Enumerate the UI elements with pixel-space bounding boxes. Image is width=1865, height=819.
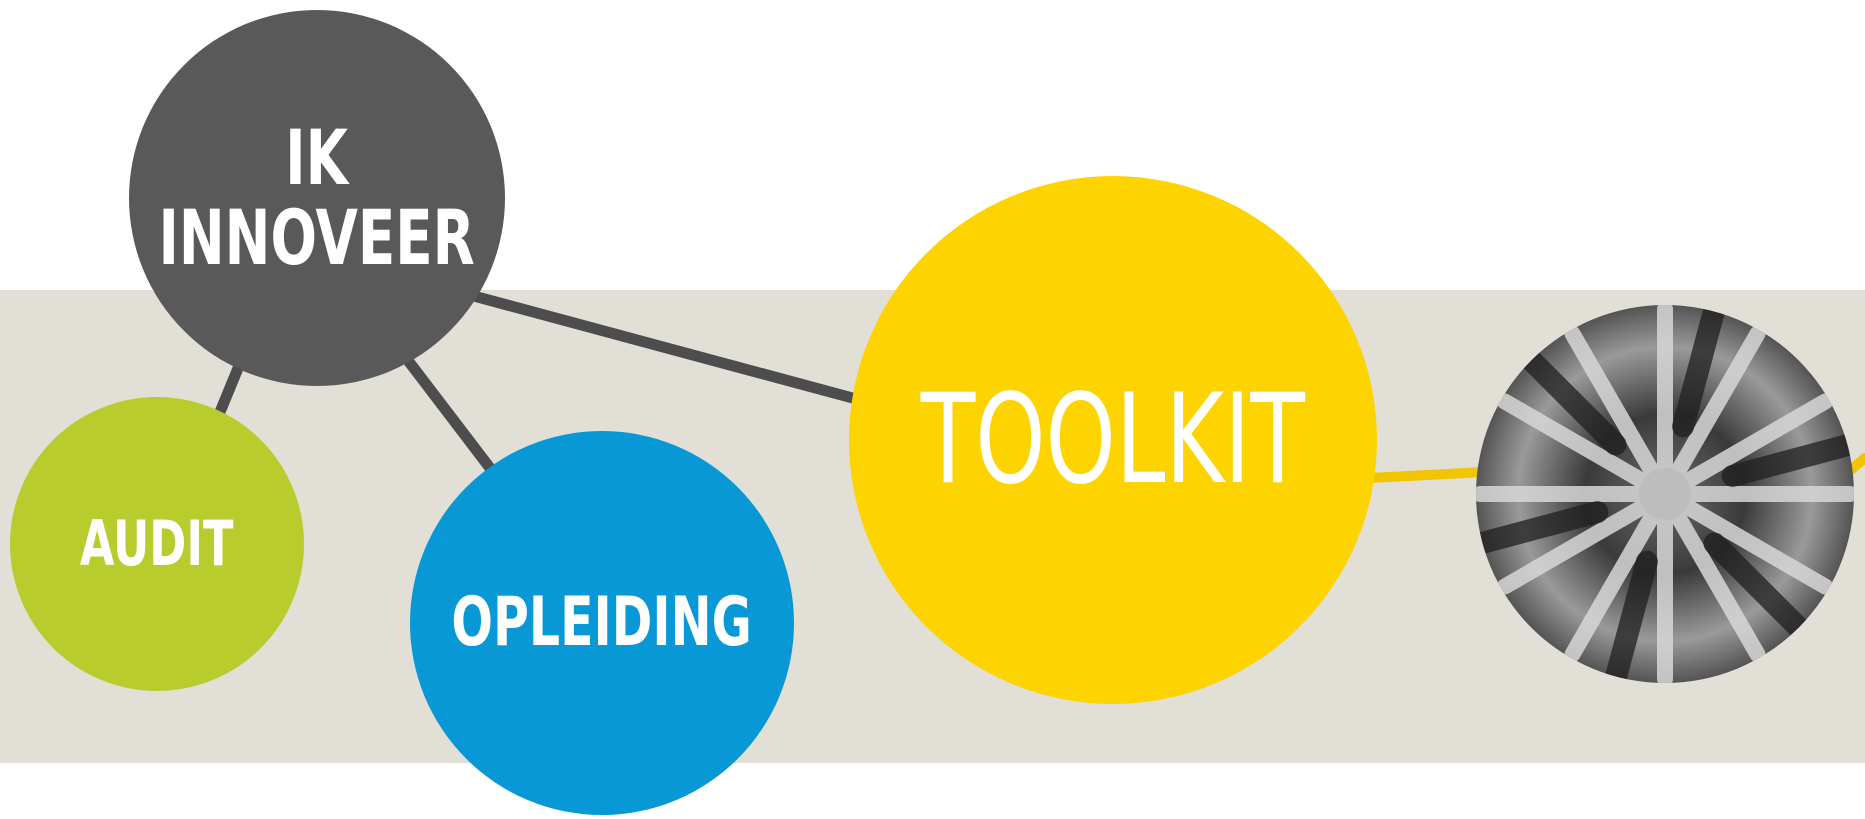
node-toolkit-label: TOOLKIT — [920, 367, 1306, 512]
node-opleiding-label: OPLEIDING — [451, 583, 753, 663]
connector-toolkit-photo — [1365, 467, 1489, 483]
node-audit-label: AUDIT — [80, 507, 234, 581]
node-audit[interactable]: AUDIT — [10, 397, 304, 691]
hands-photo-icon — [1476, 305, 1854, 683]
node-ik-line1: IK — [285, 113, 349, 203]
connector-ik-toolkit — [464, 289, 866, 406]
node-toolkit[interactable]: TOOLKIT — [849, 176, 1377, 704]
node-opleiding[interactable]: OPLEIDING — [410, 431, 794, 815]
connector-ik-opleiding — [394, 344, 496, 474]
node-ik-innoveer[interactable]: IK INNOVEER — [129, 10, 505, 386]
hands-together-photo — [1476, 305, 1854, 683]
node-ik-line2: INNOVEER — [158, 193, 476, 282]
